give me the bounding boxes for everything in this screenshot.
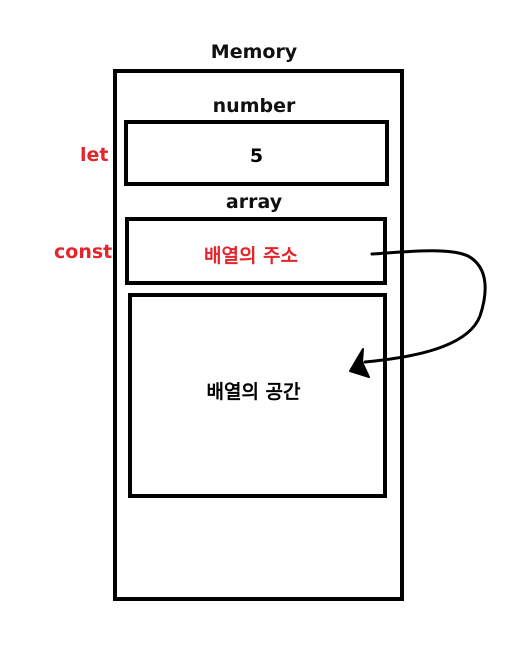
reference-arrow-head bbox=[349, 348, 370, 378]
array-space-text: 배열의 공간 bbox=[206, 381, 301, 403]
let-keyword: let bbox=[80, 144, 109, 166]
array-space-box: 배열의 공간 bbox=[128, 293, 387, 498]
memory-container bbox=[113, 69, 404, 601]
array-variable-name: array bbox=[225, 191, 283, 213]
const-keyword: const bbox=[54, 241, 113, 263]
array-reference-box: 배열의 주소 bbox=[125, 217, 387, 285]
memory-title: Memory bbox=[210, 41, 298, 63]
reference-arrow-line bbox=[363, 249, 487, 364]
number-value: 5 bbox=[249, 145, 264, 167]
number-variable-name: number bbox=[212, 95, 296, 117]
number-value-box: 5 bbox=[124, 120, 389, 186]
array-reference-text: 배열의 주소 bbox=[203, 245, 298, 267]
